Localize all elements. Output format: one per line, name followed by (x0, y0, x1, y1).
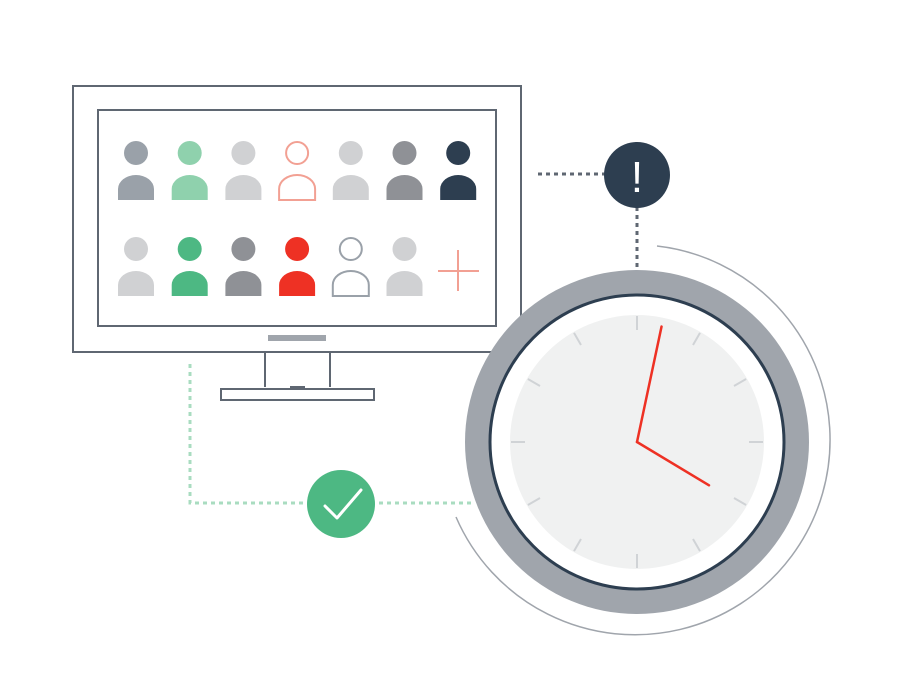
success-connector (188, 364, 472, 505)
exclamation-icon: ! (631, 153, 643, 202)
connectors (188, 172, 639, 505)
clock-tick (692, 538, 701, 552)
success-badge[interactable] (307, 470, 375, 538)
people-row-1 (118, 141, 477, 201)
person-icon (386, 237, 423, 296)
person-icon (331, 237, 370, 297)
plus-icon[interactable] (438, 250, 479, 291)
person-icon (118, 237, 154, 296)
clock-outer-arc (455, 245, 831, 636)
person-icon (278, 141, 317, 201)
clock-tick (733, 497, 747, 506)
person-icon (332, 141, 369, 200)
clock-minute-hand (635, 325, 663, 444)
clock (455, 245, 831, 636)
clock-hour-hand (635, 440, 711, 487)
person-icon (225, 141, 262, 200)
person-icon (171, 237, 208, 296)
clock-ticks (511, 316, 763, 568)
clock-tick (733, 378, 747, 387)
people-row-2 (118, 237, 423, 297)
person-icon (440, 141, 477, 200)
alert-badge[interactable]: ! (604, 142, 670, 208)
monitor-stand-base (220, 388, 375, 401)
clock-tick (527, 497, 541, 506)
person-icon (225, 237, 262, 296)
monitor (72, 85, 522, 401)
person-icon (171, 141, 208, 200)
person-icon (118, 141, 154, 200)
checkmark-icon (323, 488, 363, 520)
clock-tick (692, 332, 701, 346)
clock-tick (573, 538, 582, 552)
person-icon (279, 237, 316, 296)
person-icon (386, 141, 423, 200)
clock-tick (573, 332, 582, 346)
monitor-power-bar (268, 335, 326, 341)
clock-tick (527, 378, 541, 387)
